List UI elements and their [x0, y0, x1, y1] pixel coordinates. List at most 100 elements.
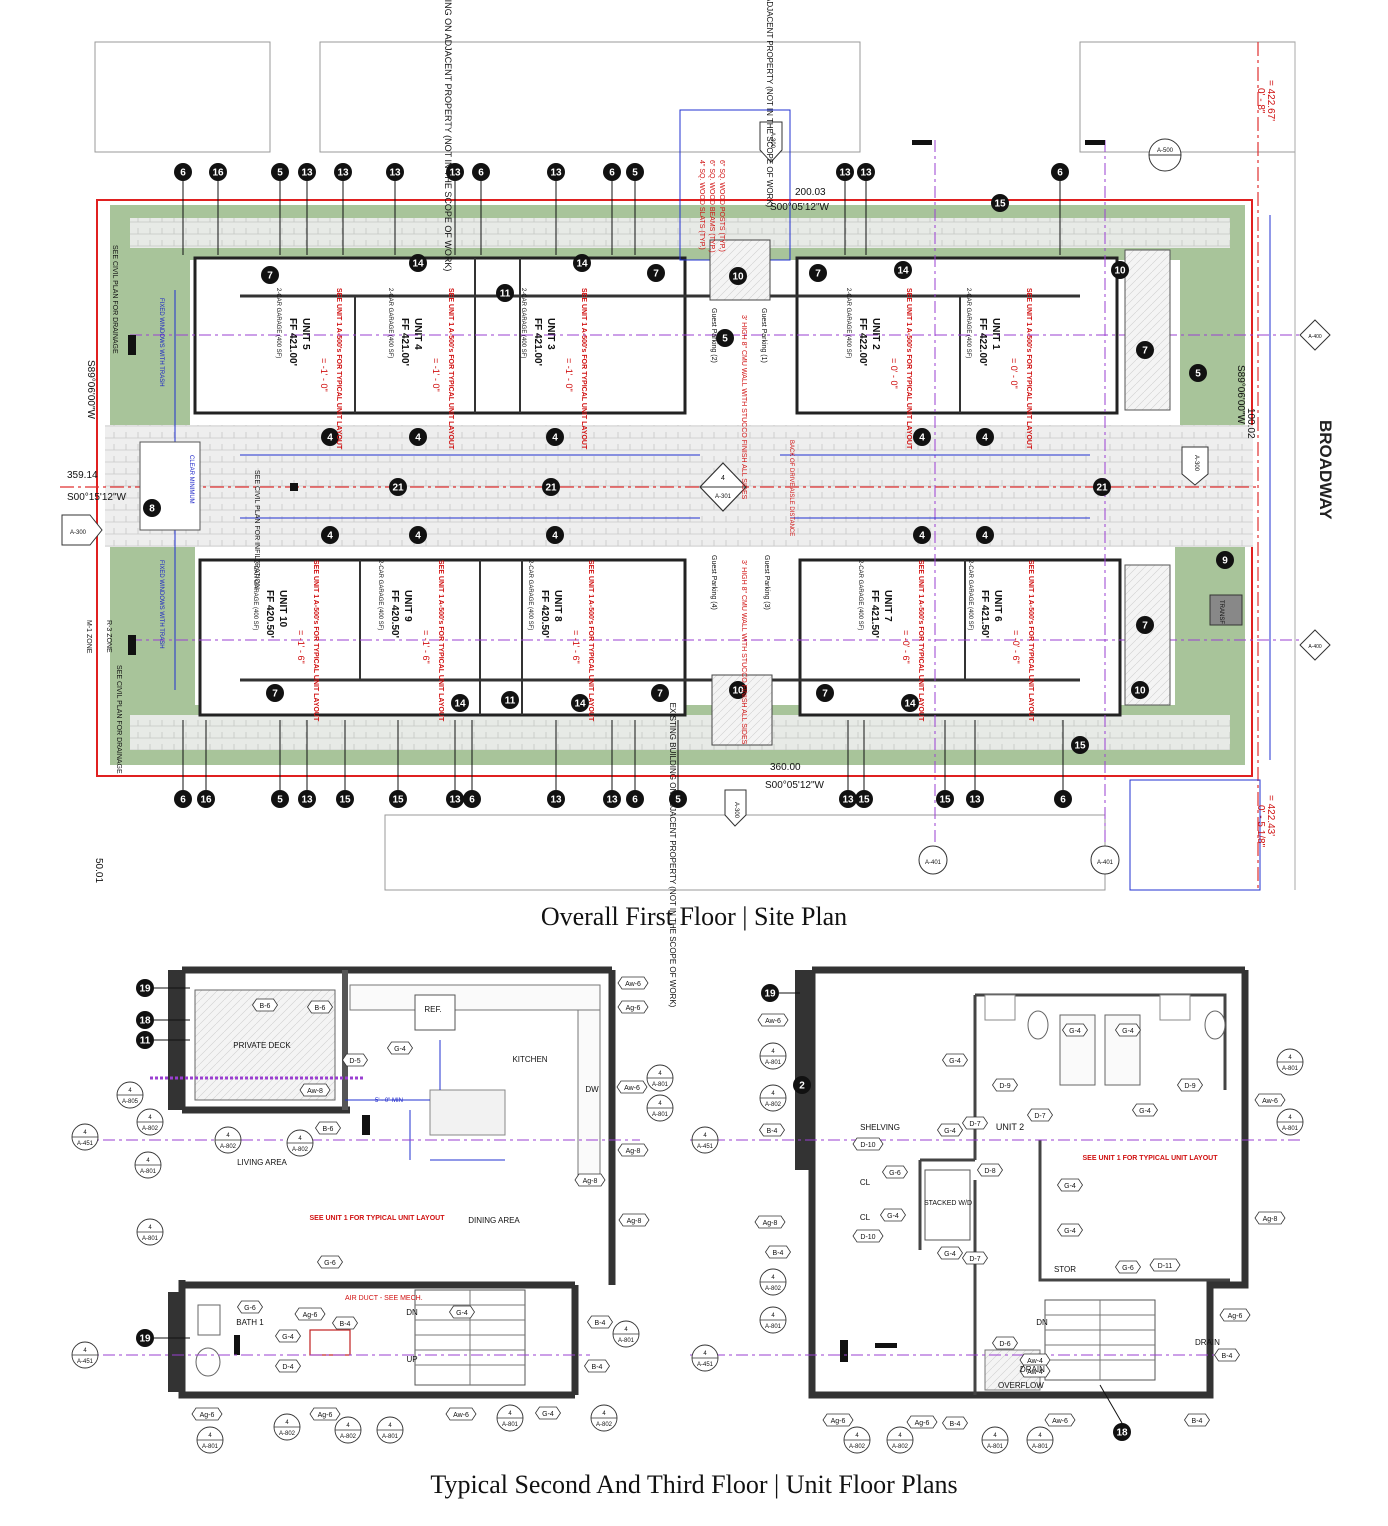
unit-offset: = -1' - 0" — [431, 358, 441, 392]
svg-text:A-451: A-451 — [77, 1141, 94, 1147]
unit-name: UNIT 9 — [402, 590, 413, 622]
svg-text:6: 6 — [180, 795, 186, 806]
unit-offset: = -1' - 6" — [571, 630, 581, 664]
svg-text:Ag-6: Ag-6 — [303, 1312, 318, 1319]
svg-text:A-300: A-300 — [769, 132, 775, 149]
keynote-bubble: 13 — [547, 163, 565, 181]
keynote-bubble: 4 — [409, 526, 427, 544]
svg-text:16: 16 — [212, 168, 224, 179]
left-refs: A-8054A-8024A-8024A-8024A-8014A-8014A-80… — [71, 1064, 674, 1454]
unit-labels: UNIT 5FF 421.00'= -1' - 0"SEE UNIT 1 A-5… — [252, 288, 1034, 722]
svg-text:13: 13 — [550, 795, 562, 806]
keynote-bubble: 5 — [669, 790, 687, 808]
svg-text:G-4: G-4 — [1139, 1108, 1151, 1115]
svg-text:Aw-6: Aw-6 — [765, 1018, 781, 1025]
keynote-bubble: 13 — [298, 790, 316, 808]
svg-text:A-802: A-802 — [765, 1286, 782, 1292]
closet-label: CL — [860, 1178, 871, 1187]
keynote-bubble: 10 — [729, 681, 747, 699]
air-duct-note: AIR DUCT - SEE MECH. — [345, 1295, 423, 1302]
dim-left-small: 50.01 — [93, 858, 104, 883]
svg-text:4: 4 — [721, 475, 725, 482]
keynote-bubble: 5 — [271, 163, 289, 181]
svg-text:18: 18 — [139, 1016, 151, 1027]
svg-text:4: 4 — [919, 433, 925, 444]
keynote-bubble: 15 — [1071, 736, 1089, 754]
svg-text:G-4: G-4 — [282, 1334, 294, 1341]
door-window-tag: G-4 — [449, 1305, 475, 1319]
zone-r3: R-3 ZONE — [105, 620, 112, 653]
keynote-bubble: 13 — [446, 790, 464, 808]
svg-text:11: 11 — [505, 696, 516, 707]
svg-text:D-7: D-7 — [1034, 1113, 1045, 1120]
cmu-wall-note: 3' HIGH 8" CMU WALL WITH STUCCO FINISH A… — [740, 560, 747, 745]
svg-text:4: 4 — [83, 1348, 87, 1354]
svg-text:A-801: A-801 — [652, 1082, 669, 1088]
unit-typical-note: SEE UNIT 1 A-500's FOR TYPICAL UNIT LAYO… — [1027, 560, 1034, 722]
room-unit-2: UNIT 2 — [996, 1122, 1024, 1132]
svg-text:10: 10 — [1114, 266, 1126, 277]
room-living: LIVING AREA — [237, 1158, 287, 1167]
keynote-bubble: 6 — [174, 163, 192, 181]
keynote-bubble: 7 — [1136, 341, 1154, 359]
svg-text:4: 4 — [327, 531, 333, 542]
svg-text:A-451: A-451 — [77, 1359, 94, 1365]
svg-text:4: 4 — [508, 1411, 512, 1417]
unit-name: UNIT 3 — [545, 318, 556, 350]
garage-note: 2-CAR GARAGE (400 SF) — [387, 288, 393, 358]
svg-text:B-4: B-4 — [595, 1320, 606, 1327]
svg-text:G-4: G-4 — [887, 1213, 899, 1220]
back-of-drive: BACK OF DRIVE AISLE DISTANCE — [788, 440, 794, 536]
door-window-tag: G-6 — [237, 1300, 263, 1314]
svg-text:6: 6 — [469, 795, 475, 806]
svg-text:A-801: A-801 — [140, 1169, 157, 1175]
svg-text:A-801: A-801 — [1282, 1066, 1299, 1072]
unit-name: UNIT 1 — [990, 318, 1001, 350]
svg-text:5: 5 — [277, 168, 283, 179]
svg-text:D-4: D-4 — [282, 1364, 293, 1371]
svg-text:Ag-8: Ag-8 — [1263, 1216, 1278, 1223]
door-window-tag: B-4 — [1184, 1413, 1210, 1427]
door-window-tag: Ag-6 — [191, 1407, 223, 1421]
svg-text:Aw-6: Aw-6 — [453, 1412, 469, 1419]
keynote-bubble: 7 — [266, 684, 284, 702]
unit-name: UNIT 7 — [882, 590, 893, 622]
svg-text:4: 4 — [658, 1101, 662, 1107]
bearing-left-side: S89°06'00"W — [85, 360, 96, 419]
door-window-tag: D-7 — [962, 1251, 988, 1265]
svg-text:D-11: D-11 — [1158, 1263, 1173, 1270]
sheet-ref-a300-left: A-300 — [61, 514, 103, 546]
svg-text:B-6: B-6 — [315, 1005, 326, 1012]
svg-text:15: 15 — [994, 199, 1006, 210]
svg-text:G-4: G-4 — [1064, 1228, 1076, 1235]
keynote-bubble: 5 — [271, 790, 289, 808]
svg-text:A-400: A-400 — [1308, 334, 1322, 340]
unit-offset: = -1' - 0" — [319, 358, 329, 392]
unit-offset: = -1' - 6" — [421, 630, 431, 664]
door-window-tag: Ag-6 — [309, 1407, 341, 1421]
door-window-tag: Ag-8 — [1254, 1211, 1286, 1225]
svg-text:D-8: D-8 — [984, 1168, 995, 1175]
unit-typical-note: SEE UNIT 1 A-500's FOR TYPICAL UNIT LAYO… — [587, 560, 594, 722]
svg-text:4: 4 — [552, 531, 558, 542]
svg-text:6: 6 — [1060, 795, 1066, 806]
keynote-bubble: 4 — [321, 428, 339, 446]
svg-text:4: 4 — [855, 1433, 859, 1439]
svg-text:13: 13 — [969, 795, 981, 806]
svg-text:14: 14 — [576, 259, 588, 270]
keynote-bubble: 16 — [197, 790, 215, 808]
svg-text:7: 7 — [1142, 621, 1148, 632]
svg-text:4: 4 — [624, 1327, 628, 1333]
svg-text:A-801: A-801 — [382, 1434, 399, 1440]
svg-text:Aw-4: Aw-4 — [1027, 1358, 1043, 1365]
keynote-bubble: 7 — [809, 264, 827, 282]
svg-text:D-6: D-6 — [999, 1341, 1010, 1348]
keynote-bubble: 7 — [651, 684, 669, 702]
unit-name: UNIT 8 — [552, 590, 563, 622]
